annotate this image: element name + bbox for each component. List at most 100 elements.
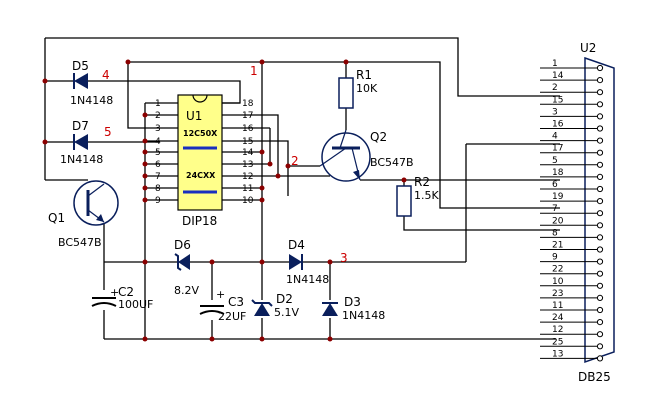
- q1-transistor-icon: [73, 180, 119, 226]
- db25-pin-hole-icon: [596, 246, 604, 253]
- c2-polarity: +: [110, 286, 119, 299]
- capacitor-c3: + C3 22UF: [199, 288, 246, 323]
- u1-pin-1: 1: [155, 99, 161, 109]
- d7-type: 1N4148: [60, 153, 103, 166]
- d2-value: 5.1V: [274, 306, 299, 319]
- db25-pin-17: 17: [552, 144, 563, 154]
- db25-pin-4: 4: [552, 132, 558, 142]
- diode-d5: D5 1N4148: [70, 59, 113, 107]
- db25-pin-hole-icon: [596, 149, 604, 156]
- resistor-r1: R1 10K: [338, 68, 378, 109]
- db25-pin-21: 21: [552, 241, 563, 251]
- q1-type: BC547B: [58, 236, 102, 249]
- r1-value: 10K: [356, 82, 378, 95]
- u1-pin-10: 10: [242, 196, 254, 206]
- u1-pin-18: 18: [242, 99, 254, 109]
- db25-pin-23: 23: [552, 289, 563, 299]
- db25-pin-hole-icon: [596, 198, 604, 205]
- db25-pin-25: 25: [552, 337, 563, 347]
- u1-package: DIP18: [182, 214, 217, 228]
- db25-pin-hole-icon: [596, 258, 604, 265]
- db25-pin-1: 1: [552, 59, 558, 69]
- r1-resistor-icon: [338, 77, 354, 109]
- u1-pin-9: 9: [155, 196, 161, 206]
- diode-d3: D3 1N4148: [322, 295, 385, 322]
- db25-pin-hole-icon: [596, 319, 604, 326]
- d5-diode-icon: [74, 73, 88, 89]
- u1-pin-7: 7: [155, 172, 161, 182]
- node-2: 2: [291, 154, 299, 168]
- u1-pin-2: 2: [155, 111, 161, 121]
- d3-type: 1N4148: [342, 309, 385, 322]
- db25-pin-6: 6: [552, 180, 558, 190]
- db25-pin-16: 16: [552, 120, 564, 130]
- d3-diode-icon: [322, 303, 338, 316]
- r1-label: R1: [356, 68, 372, 82]
- q2-label: Q2: [370, 130, 387, 144]
- db25-pin-hole-icon: [596, 282, 604, 289]
- db25-pin-9: 9: [552, 253, 558, 263]
- db25-pin-hole-icon: [596, 173, 604, 180]
- db25-pin-5: 5: [552, 156, 558, 166]
- db25-pin-hole-icon: [596, 343, 604, 350]
- db25-pin-hole-icon: [596, 64, 604, 72]
- d6-value: 8.2V: [174, 284, 199, 297]
- node-3: 3: [340, 251, 348, 265]
- db25-pin-hole-icon: [596, 222, 604, 229]
- u1-label: U1: [186, 109, 202, 123]
- db25-pin-22: 22: [552, 265, 563, 275]
- db25-pin-hole-icon: [596, 294, 604, 301]
- u1-pin-6: 6: [155, 160, 161, 170]
- node-4: 4: [102, 68, 110, 82]
- db25-pin-hole-icon: [596, 137, 604, 144]
- u1-pin-3: 3: [155, 124, 161, 134]
- db25-pin-hole-icon: [596, 331, 604, 338]
- db25-pin-hole-icon: [596, 161, 604, 168]
- capacitor-c2: + C2 100UF: [91, 285, 153, 311]
- u2-package: DB25: [578, 370, 611, 384]
- c3-value: 22UF: [218, 310, 246, 323]
- db25-pin-12: 12: [552, 325, 563, 335]
- q2-transistor-icon: [321, 132, 371, 182]
- c3-polarity: +: [216, 288, 225, 301]
- r2-label: R2: [414, 175, 430, 189]
- u1-pin-16: 16: [242, 124, 254, 134]
- db25-pin-2: 2: [552, 83, 558, 93]
- db25-pin-3: 3: [552, 107, 558, 117]
- d6-label: D6: [174, 238, 191, 252]
- d5-type: 1N4148: [70, 94, 113, 107]
- db25-pin-19: 19: [552, 192, 564, 202]
- db25-pin-15: 15: [552, 95, 563, 105]
- diode-d7: D7 1N4148: [60, 119, 103, 166]
- d4-type: 1N4148: [286, 273, 329, 286]
- u1-pin-5: 5: [155, 148, 161, 158]
- db25-pin-hole-icon: [596, 270, 604, 277]
- db25-pin-hole-icon: [596, 113, 604, 120]
- d2-label: D2: [276, 292, 293, 306]
- db25-pin-hole-icon: [596, 101, 604, 108]
- db25-pin-hole-icon: [596, 185, 604, 193]
- u1-chip-top: 12C50X: [183, 129, 218, 138]
- u1-pin-15: 15: [242, 137, 253, 147]
- u1-pin-12: 12: [242, 172, 253, 182]
- db25-pin-14: 14: [552, 71, 564, 81]
- db25-pin-10: 10: [552, 277, 564, 287]
- db25-pin-hole-icon: [596, 77, 604, 84]
- transistor-q2: Q2 BC547B: [319, 129, 414, 182]
- transistor-q1: Q1 BC547B: [48, 180, 119, 249]
- u1-chip-bottom: 24CXX: [186, 171, 216, 180]
- u1-ic: U1 12C50X 24CXX DIP18: [177, 94, 223, 228]
- r2-value: 1.5K: [414, 189, 439, 202]
- q1-label: Q1: [48, 211, 65, 225]
- node-1: 1: [250, 64, 258, 78]
- d7-label: D7: [72, 119, 89, 133]
- r2-resistor-icon: [396, 185, 412, 217]
- d3-label: D3: [344, 295, 361, 309]
- db25-pin-7: 7: [552, 204, 558, 214]
- u1-pin-14: 14: [242, 148, 254, 158]
- d6-zener-icon: [178, 254, 190, 270]
- u1-pin-numbers: 1 2 3 4 5 6 7 8 9 18 17 16 15 14 13 12 1…: [155, 99, 254, 206]
- u1-pin-17: 17: [242, 111, 253, 121]
- db25-pin-24: 24: [552, 313, 564, 323]
